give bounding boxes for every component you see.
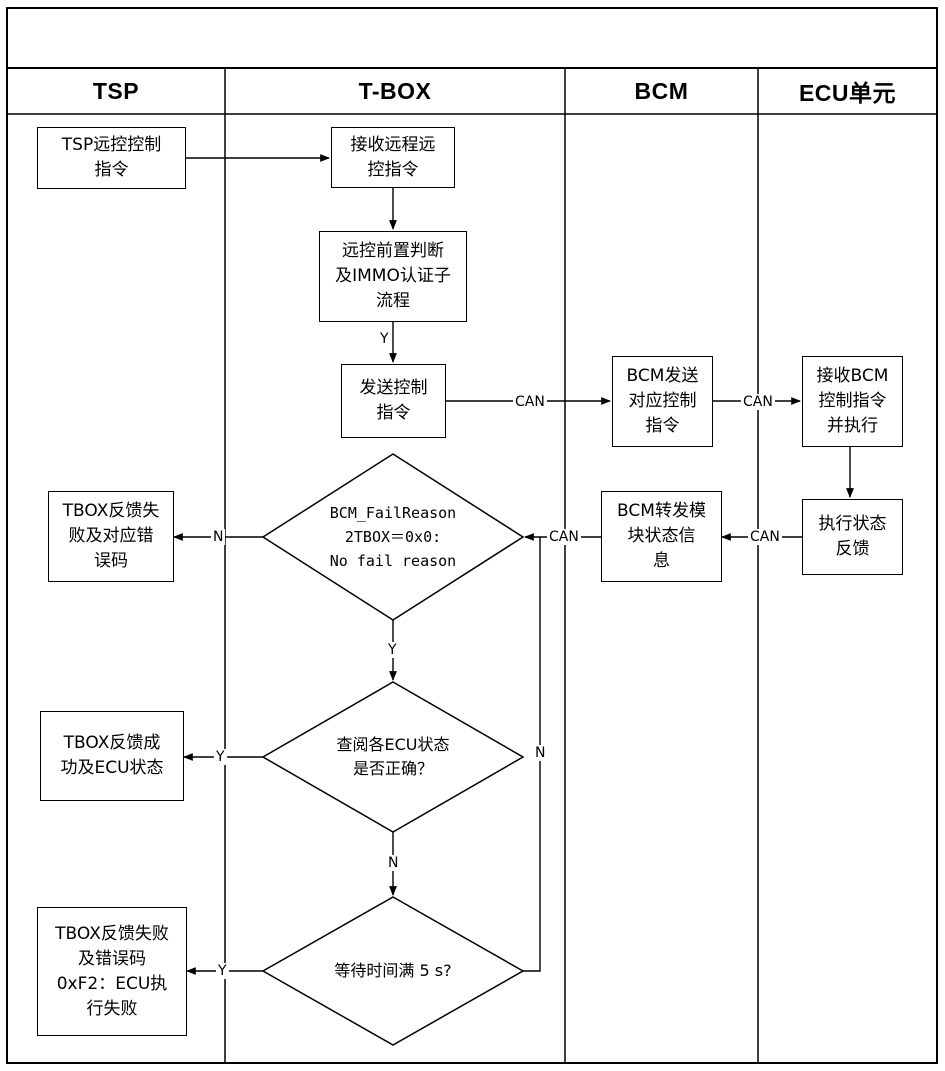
lane-title-tbox: T-BOX [358,77,432,104]
decision-wait-text: 等待时间满 5 s? [334,961,452,980]
node-ecu-receive: 接收BCM 控制指令 并执行 [802,356,903,447]
node-tbox-success: TBOX反馈成 功及ECU状态 [40,711,184,801]
node-ecu-feedback: 执行状态 反馈 [802,499,903,575]
edge-label-can-ecu-bcm: CAN [748,529,782,545]
node-tbox-fail-code: TBOX反馈失 败及对应错 误码 [48,491,174,582]
edge-label-n-fail: N [211,529,226,545]
edge-label-can-bcm-tbox: CAN [547,529,581,545]
edge-label-y-success: Y [214,749,227,765]
node-tbox-fail-f2: TBOX反馈失败 及错误码 0xF2：ECU执 行失败 [37,907,187,1036]
lane-title-tsp: TSP [92,77,140,104]
edge-wait-no-loop [523,537,541,972]
swimlane-frame [6,7,938,1064]
decision-ecu-status-text: 查阅各ECU状态 是否正确？ [336,735,450,778]
lane-title-bcm: BCM [634,77,689,104]
edge-label-y-fail-reason: Y [386,642,399,658]
decision-wait-diamond [261,896,525,1046]
edge-label-can-bcm-ecu: CAN [741,394,775,410]
node-send-command: 发送控制 指令 [341,364,446,438]
edge-label-n-wait: N [533,745,548,761]
edge-label-y-wait: Y [216,963,229,979]
edge-label-can-send: CAN [513,394,547,410]
node-tbox-receive: 接收远程远 控指令 [331,127,455,188]
lane-title-ecu: ECU单元 [798,80,897,106]
node-precheck: 远控前置判断 及IMMO认证子 流程 [319,231,467,322]
decision-fail-reason-text: BCM_FailReason 2TBOX＝0x0: No fail reason [329,504,457,570]
node-bcm-forward: BCM转发模 块状态信 息 [601,491,722,582]
edge-label-n-ecu-status: N [386,855,401,871]
node-bcm-send: BCM发送 对应控制 指令 [612,356,713,447]
edge-label-y-precheck: Y [378,331,391,347]
node-tsp-command: TSP远控控制 指令 [37,127,186,189]
